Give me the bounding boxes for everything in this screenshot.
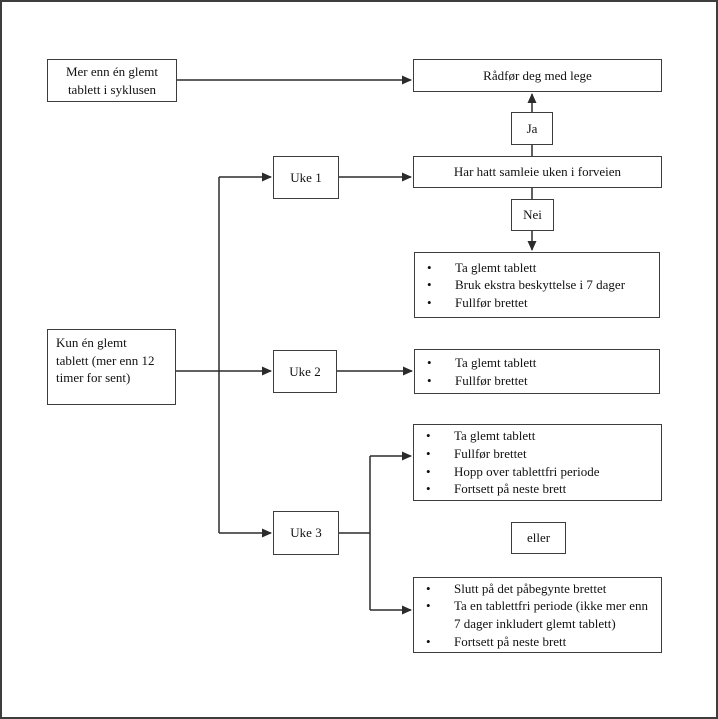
list-item-text: Ta en tablettfri periode (ikke mer enn 7… xyxy=(454,598,649,631)
bullet-icon: • xyxy=(427,354,432,370)
list-item-text: Fortsett på neste brett xyxy=(454,481,567,497)
bullet-icon: • xyxy=(426,633,431,649)
list-item: • Fullfør brettet xyxy=(415,294,651,312)
flow-box-more-than-one-label: Mer enn én glemt tablett i syklusen xyxy=(65,63,159,97)
flow-box-consult-doctor: Rådfør deg med lege xyxy=(413,59,662,92)
flow-box-week3-option2: • Slutt på det påbegynte brettet • Ta en… xyxy=(413,577,662,653)
flow-box-week2: Uke 2 xyxy=(273,350,337,393)
list-item: • Hopp over tablettfri periode xyxy=(414,463,653,481)
list-item: • Fullfør brettet xyxy=(414,445,653,463)
flow-box-week1: Uke 1 xyxy=(273,156,339,199)
list-item: • Ta glemt tablett xyxy=(415,259,651,277)
bullet-icon: • xyxy=(426,428,431,444)
list-item-text: Fullfør brettet xyxy=(455,294,528,310)
bullet-icon: • xyxy=(427,372,432,388)
flow-box-week1-label: Uke 1 xyxy=(290,169,322,185)
list-item-text: Fortsett på neste brett xyxy=(454,633,567,649)
list-item: • Fortsett på neste brett xyxy=(414,480,653,498)
list-item-text: Ta glemt tablett xyxy=(454,428,536,444)
list-item: • Fortsett på neste brett xyxy=(414,633,653,651)
list-item-text: Ta glemt tablett xyxy=(455,259,537,275)
list-item: • Fullfør brettet xyxy=(415,372,651,390)
flow-box-week2-actions: • Ta glemt tablett • Fullfør brettet xyxy=(414,349,660,394)
flow-box-question-intercourse-label: Har hatt samleie uken i forveien xyxy=(453,164,622,180)
flow-box-week3-label: Uke 3 xyxy=(290,525,322,541)
bullet-icon: • xyxy=(427,294,432,310)
flow-box-no-label: Nei xyxy=(523,207,542,223)
list-item-text: Hopp over tablettfri periode xyxy=(454,463,600,479)
bullet-icon: • xyxy=(427,277,432,293)
flow-box-consult-doctor-label: Rådfør deg med lege xyxy=(483,67,592,83)
flow-box-week3: Uke 3 xyxy=(273,511,339,555)
flow-box-week2-label: Uke 2 xyxy=(289,363,321,379)
flow-box-or-label: eller xyxy=(526,530,551,546)
flow-box-no: Nei xyxy=(511,199,554,231)
list-item-text: Slutt på det påbegynte brettet xyxy=(454,580,607,596)
bullet-icon: • xyxy=(427,259,432,275)
flow-box-question-intercourse: Har hatt samleie uken i forveien xyxy=(413,156,662,188)
list-item-text: Fullfør brettet xyxy=(454,445,527,461)
bullet-icon: • xyxy=(426,445,431,461)
flow-box-week3-option1: • Ta glemt tablett • Fullfør brettet • H… xyxy=(413,424,662,501)
list-item-text: Fullfør brettet xyxy=(455,372,528,388)
flow-box-more-than-one: Mer enn én glemt tablett i syklusen xyxy=(47,59,177,102)
flow-box-or: eller xyxy=(511,522,566,554)
flow-box-only-one-missed-label: Kun én glemt tablett (mer enn 12 timer f… xyxy=(56,335,155,386)
flow-box-only-one-missed: Kun én glemt tablett (mer enn 12 timer f… xyxy=(47,329,176,405)
flow-box-yes-label: Ja xyxy=(526,120,538,136)
list-item: • Ta en tablettfri periode (ikke mer enn… xyxy=(414,597,653,632)
flow-box-week1-actions: • Ta glemt tablett • Bruk ekstra beskytt… xyxy=(414,252,660,318)
bullet-icon: • xyxy=(426,481,431,497)
list-item: • Slutt på det påbegynte brettet xyxy=(414,580,653,598)
bullet-icon: • xyxy=(426,598,431,614)
bullet-icon: • xyxy=(426,463,431,479)
flow-box-yes: Ja xyxy=(511,112,553,145)
list-item: • Bruk ekstra beskyttelse i 7 dager xyxy=(415,276,651,294)
list-item-text: Bruk ekstra beskyttelse i 7 dager xyxy=(455,277,626,293)
list-item: • Ta glemt tablett xyxy=(414,427,653,445)
list-item-text: Ta glemt tablett xyxy=(455,354,537,370)
list-item: • Ta glemt tablett xyxy=(415,354,651,372)
bullet-icon: • xyxy=(426,580,431,596)
